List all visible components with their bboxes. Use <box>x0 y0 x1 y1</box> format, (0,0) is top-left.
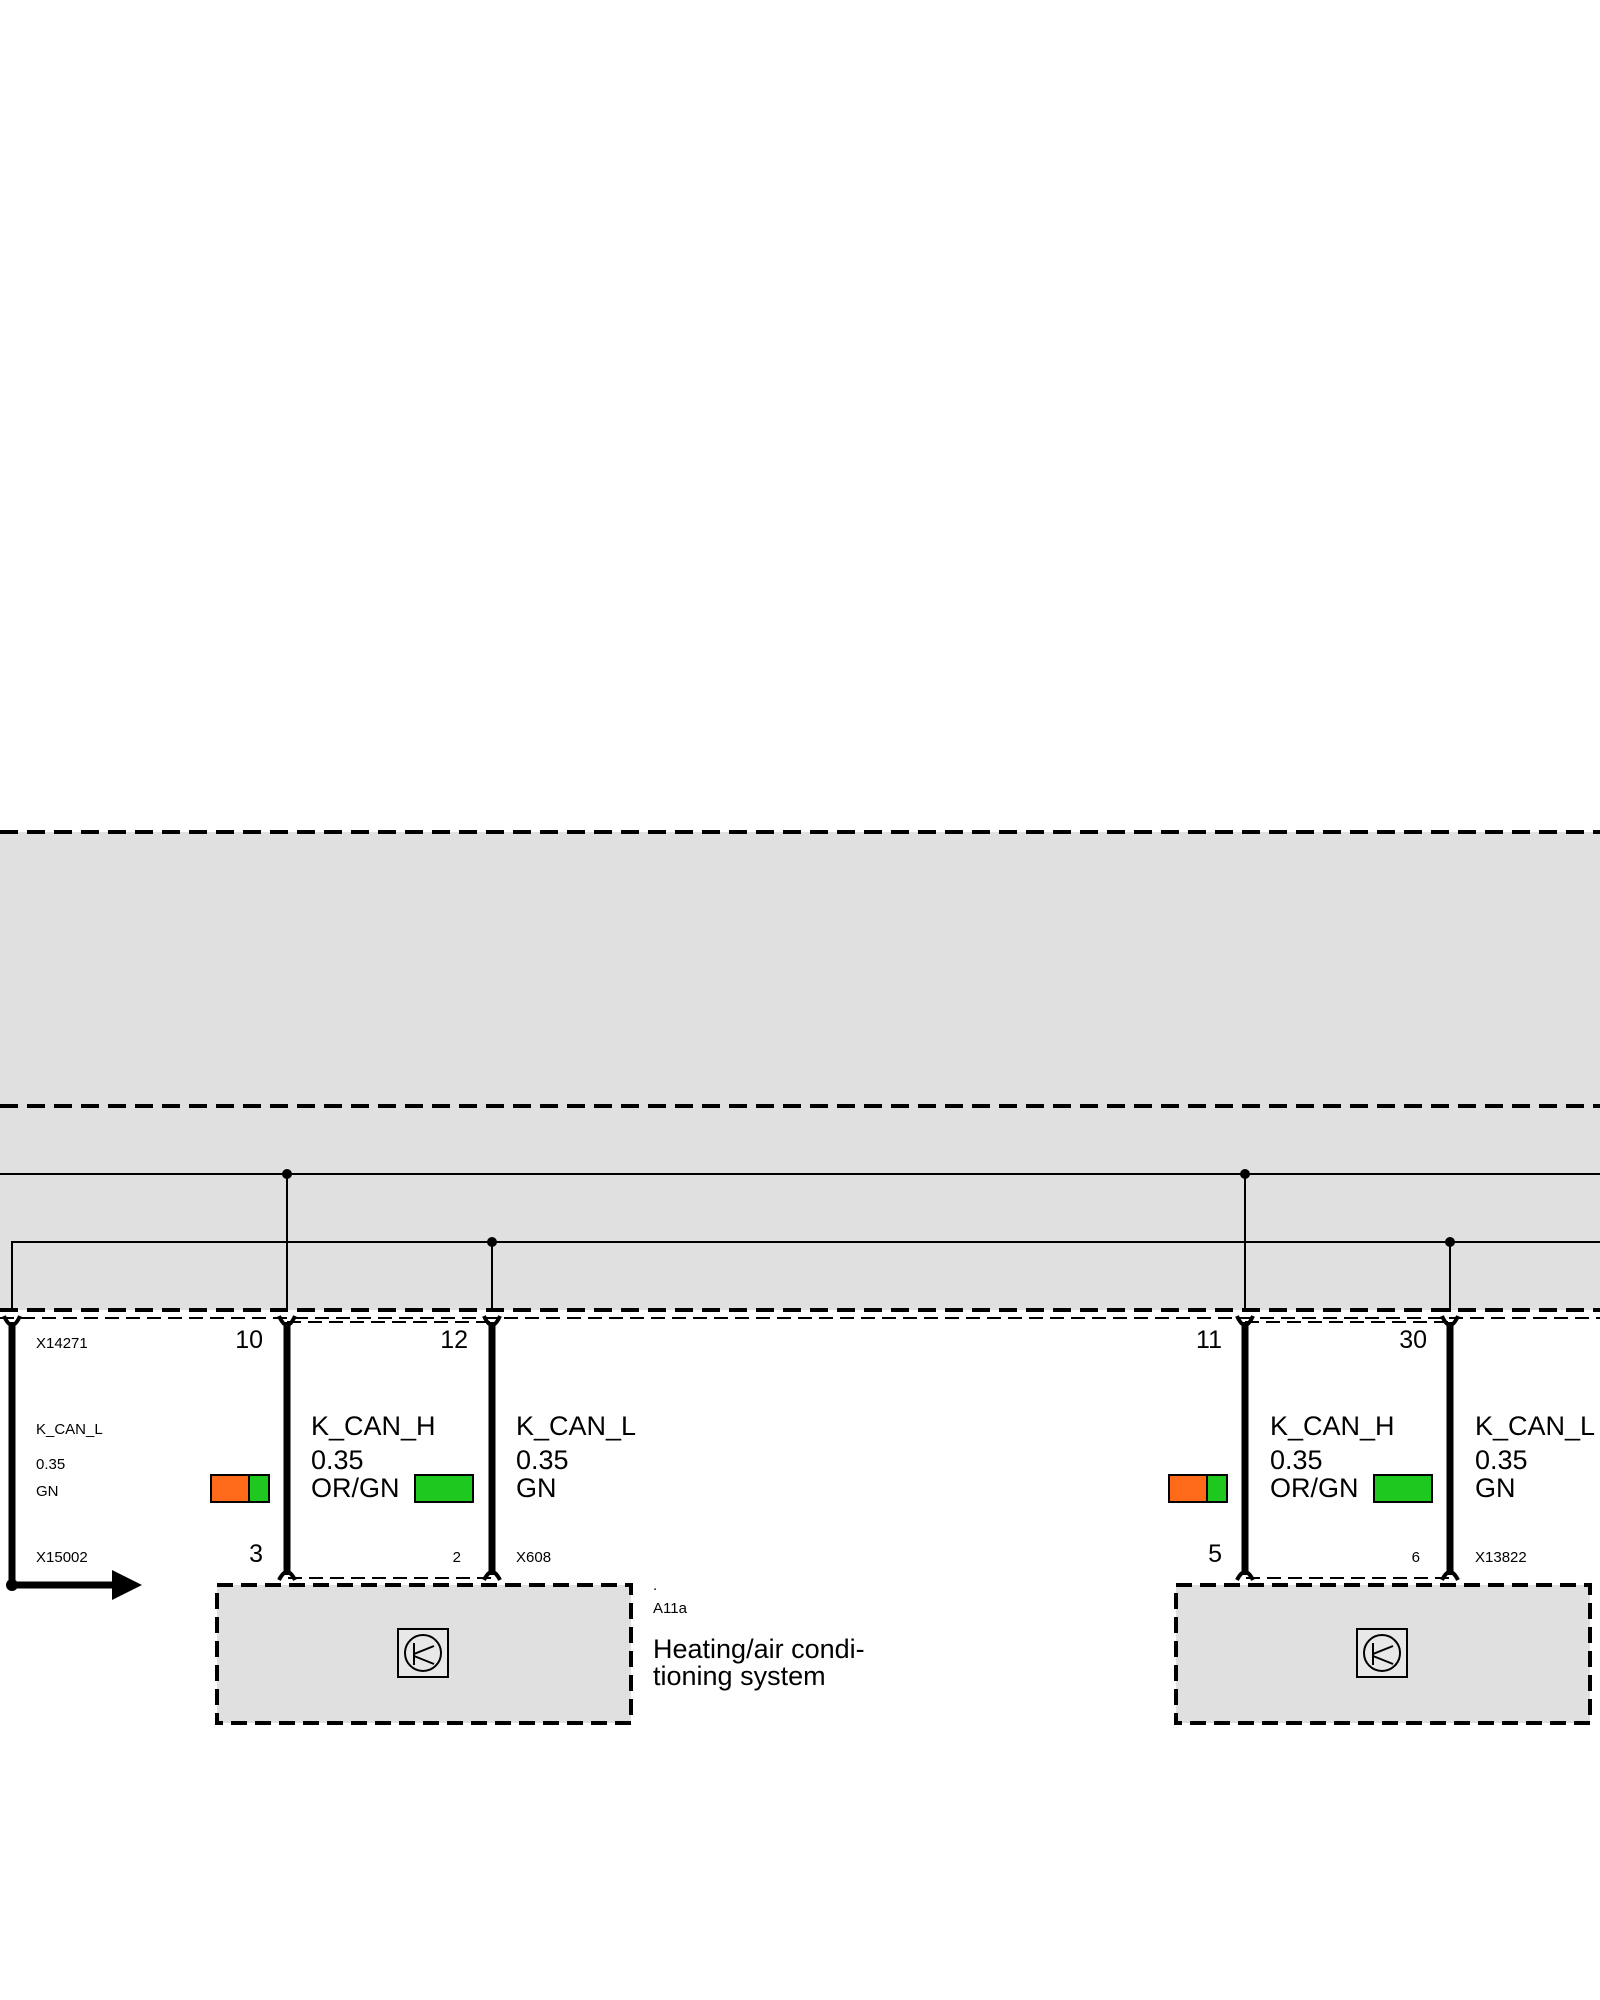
connector-label: X608 <box>516 1549 551 1566</box>
pin-number: 6 <box>1412 1549 1420 1566</box>
control-unit-icon <box>1356 1628 1408 1678</box>
pin-terminal <box>277 1570 297 1581</box>
wire-signal: K_CAN_H <box>311 1411 436 1441</box>
connector-label: X14271 <box>36 1335 88 1352</box>
pin-number: 2 <box>453 1549 461 1566</box>
pin-terminal <box>482 1570 502 1581</box>
wire-signal: K_CAN_H <box>1270 1411 1395 1441</box>
connector-label: X15002 <box>36 1549 88 1566</box>
junction-dot <box>1240 1169 1250 1179</box>
pin-number: 12 <box>440 1326 468 1354</box>
wire-color-swatch-or-gn <box>210 1474 270 1503</box>
wire-color: GN <box>516 1473 557 1503</box>
wire-size: 0.35 <box>516 1445 569 1475</box>
pin-number: 30 <box>1399 1326 1427 1354</box>
connector-label: X13822 <box>1475 1549 1527 1566</box>
wire-color-swatch-gn <box>414 1474 474 1503</box>
component-name-line2: tioning system <box>653 1661 826 1691</box>
wire-signal: K_CAN_L <box>516 1411 636 1441</box>
junction-dot <box>1445 1237 1455 1247</box>
wire-color-swatch-gn <box>1373 1474 1433 1503</box>
junction-dot <box>282 1169 292 1179</box>
wire-size: 0.35 <box>36 1456 65 1473</box>
bus-panel <box>0 832 1600 1310</box>
wire-signal: K_CAN_L <box>1475 1411 1595 1441</box>
pin-terminal <box>1440 1570 1460 1581</box>
component-name-line1: Heating/air condi- <box>653 1634 865 1664</box>
wire-signal: K_CAN_L <box>36 1421 103 1438</box>
component-dot: . <box>653 1577 657 1594</box>
wire-size: 0.35 <box>1270 1445 1323 1475</box>
wire-size: 0.35 <box>1475 1445 1528 1475</box>
component-id: A11a <box>653 1600 688 1617</box>
wire-color: OR/GN <box>1270 1473 1359 1503</box>
wire-color: OR/GN <box>311 1473 400 1503</box>
pin-terminal <box>1235 1570 1255 1581</box>
wire-size: 0.35 <box>311 1445 364 1475</box>
pin-number: 5 <box>1208 1540 1222 1568</box>
bus-line-can-l <box>11 1241 1600 1310</box>
junction-dot <box>487 1237 497 1247</box>
pin-number: 10 <box>235 1326 263 1354</box>
wire-color: GN <box>36 1483 59 1500</box>
wire-color: GN <box>1475 1473 1516 1503</box>
pin-number: 11 <box>1196 1326 1222 1354</box>
wire-color-swatch-or-gn <box>1168 1474 1228 1503</box>
control-unit-icon <box>397 1628 449 1678</box>
arrow-right-icon <box>112 1570 142 1600</box>
pin-number: 3 <box>249 1540 263 1568</box>
